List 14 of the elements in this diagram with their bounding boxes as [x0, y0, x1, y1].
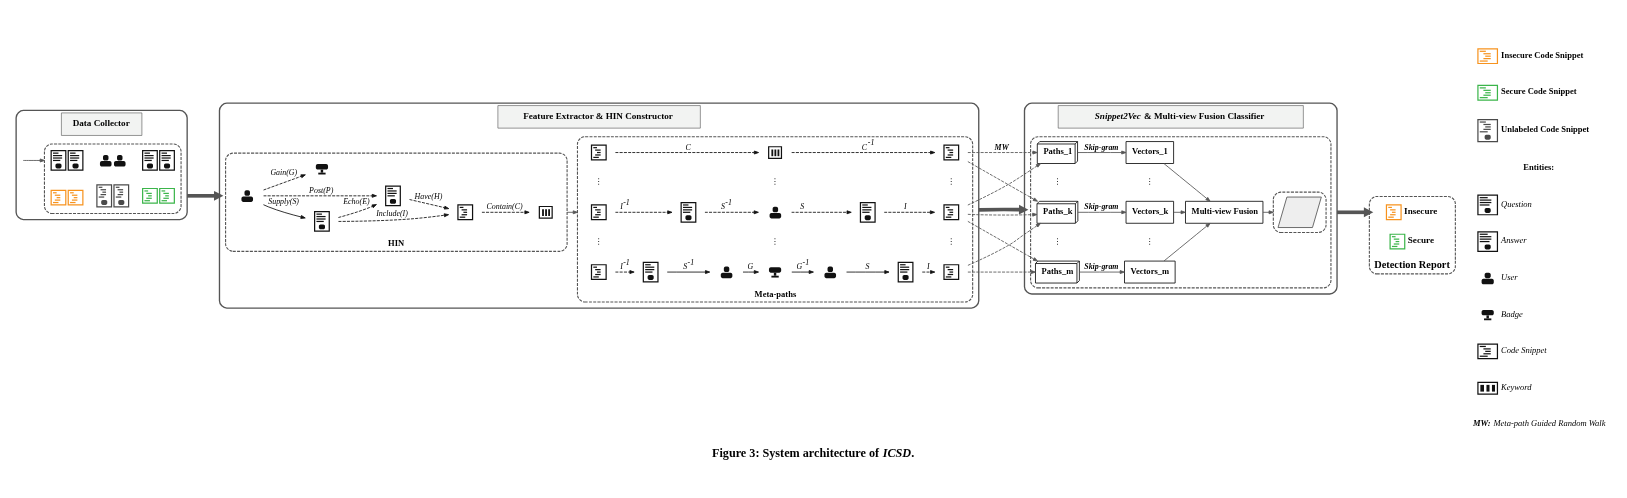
legend-label: Question	[1501, 198, 1532, 209]
legend-label: Code Snippet	[1501, 344, 1547, 355]
legend-label: Insecure Code Snippet	[1501, 49, 1584, 60]
legend-label: Unlabeled Code Snippet	[1501, 123, 1590, 134]
legend-label: Secure Code Snippet	[1501, 85, 1577, 96]
caption: Figure 3: System architecture of ICSD.	[711, 445, 915, 460]
legend-label: Badge	[1501, 308, 1523, 319]
legend-label: Answer	[1501, 234, 1527, 245]
legend-label: Keyword	[1501, 381, 1532, 392]
label: MW: Meta-path Guided Random Walk	[1473, 417, 1606, 428]
node-label: Secure	[1407, 234, 1434, 245]
label: Entities:	[1523, 161, 1555, 172]
node-label: Insecure	[1404, 205, 1438, 216]
legend-label: User	[1501, 271, 1518, 282]
